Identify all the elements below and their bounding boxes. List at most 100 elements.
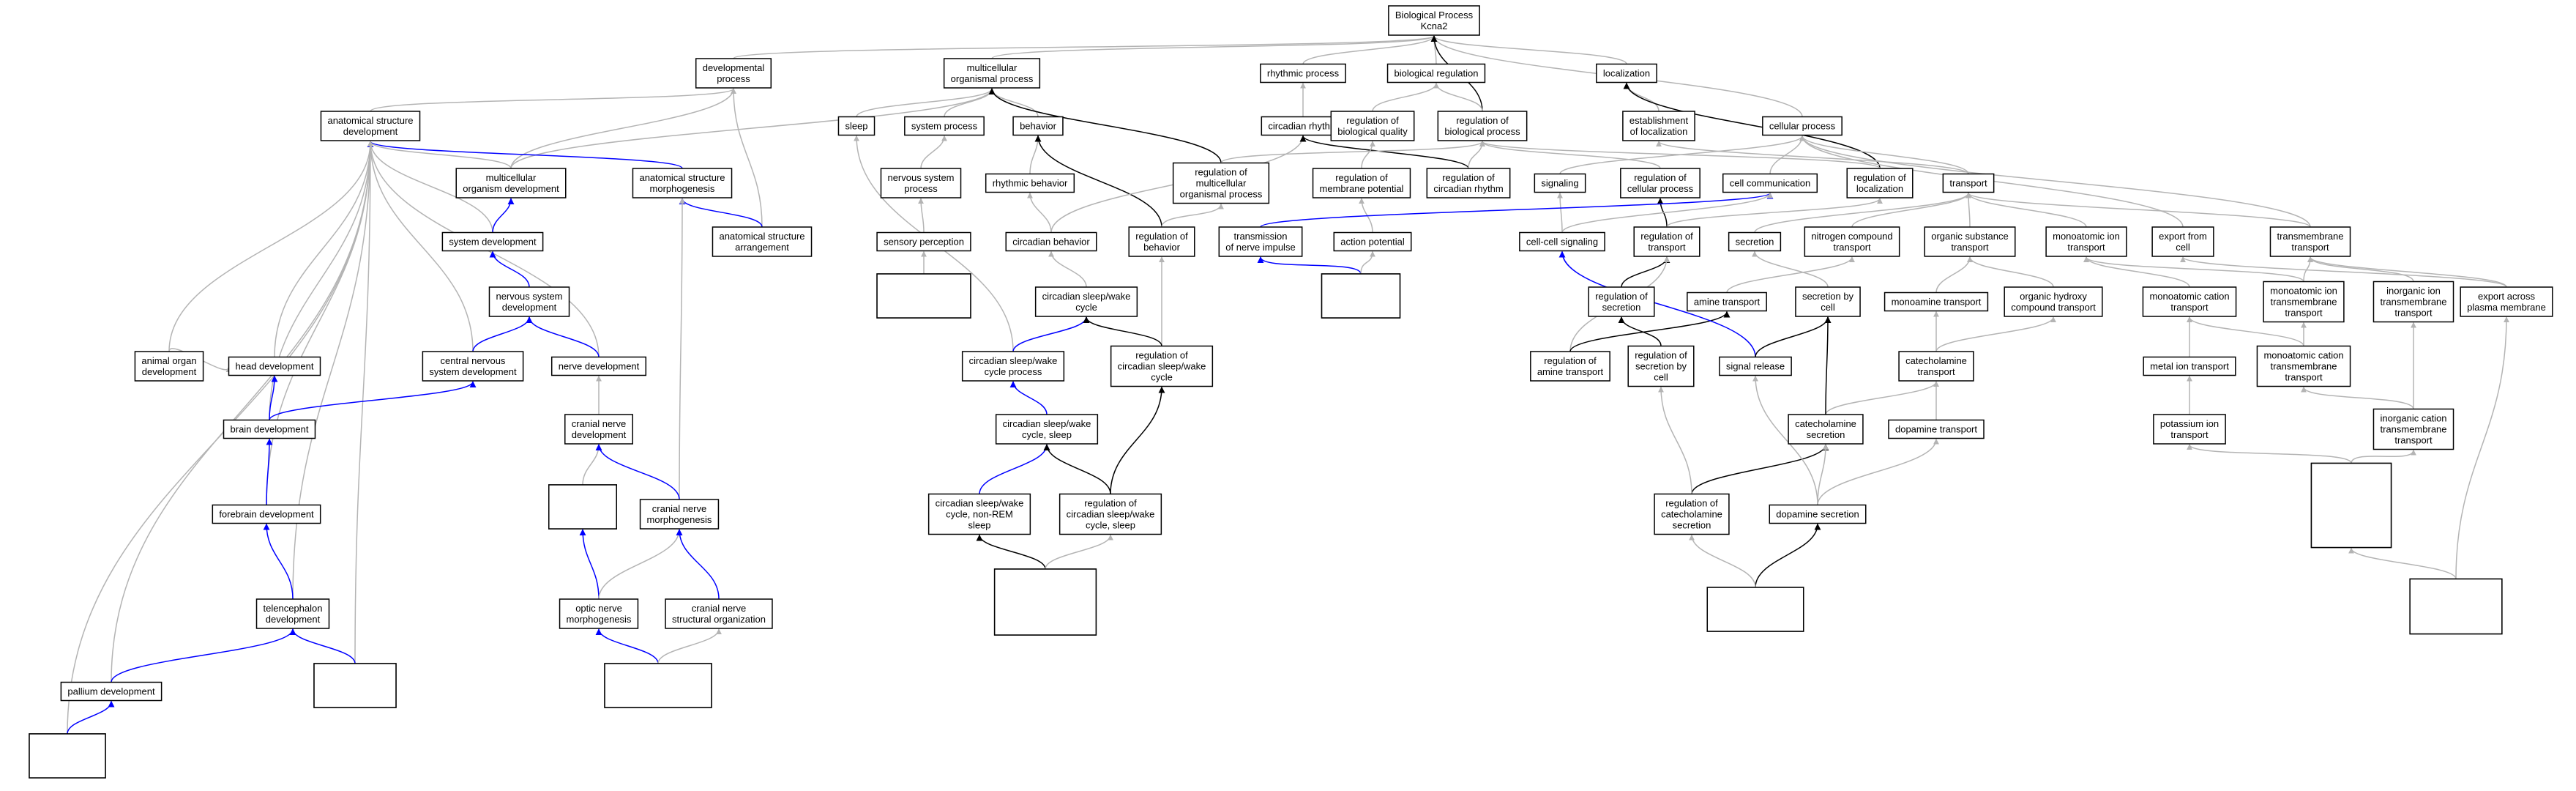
go-term-node[interactable]: regulation ofdopamine secretionMouseKcna…: [1706, 587, 1804, 632]
go-term-node[interactable]: secretion: [1728, 231, 1782, 252]
go-term-node[interactable]: transport: [1942, 173, 1995, 193]
go-term-node[interactable]: sensory perception: [876, 231, 971, 252]
go-term-node[interactable]: sleep: [837, 116, 876, 136]
go-term-node[interactable]: cellular process: [1762, 116, 1843, 136]
go-term-node[interactable]: corpus callosumdevelopmentRatKcna2: [313, 663, 397, 708]
is-a-edge: [2180, 256, 2507, 288]
go-term-node[interactable]: system development: [441, 231, 544, 252]
go-term-node[interactable]: brain development: [223, 419, 316, 439]
go-term-node[interactable]: signaling: [1534, 173, 1586, 193]
go-term-node[interactable]: dopamine secretion: [1769, 504, 1867, 524]
go-term-node[interactable]: cell-cell signaling: [1519, 231, 1605, 252]
go-term-node[interactable]: amine transport: [1687, 291, 1767, 312]
is-a-edge: [1161, 203, 1224, 228]
go-term-node[interactable]: optic nervedevelopmentRatKcna2: [548, 484, 617, 530]
go-term-node[interactable]: monoamine transport: [1884, 291, 1989, 312]
go-term-node[interactable]: rhythmic process: [1260, 63, 1346, 83]
go-term-node[interactable]: localization: [1596, 63, 1657, 83]
go-term-node[interactable]: system process: [904, 116, 985, 136]
node-label-line: transport: [1833, 242, 1871, 253]
go-term-node[interactable]: action potential: [1333, 231, 1412, 252]
go-term-node[interactable]: nerve development: [550, 356, 647, 376]
go-term-node[interactable]: potassium iontransmembranetransportHuman…: [2310, 462, 2392, 549]
go-term-node[interactable]: head development: [228, 356, 321, 376]
node-label-line: organismal process: [1180, 189, 1263, 200]
go-term-node[interactable]: forebrain development: [212, 504, 321, 524]
node-label-line: catecholamine: [1661, 509, 1722, 520]
go-term-node[interactable]: signal release: [1719, 356, 1792, 376]
node-label-line: transport: [2170, 429, 2209, 440]
go-term-node[interactable]: metal ion transport: [2143, 356, 2236, 376]
node-box: [1426, 168, 1511, 198]
go-term-node[interactable]: cell communication: [1722, 173, 1818, 193]
go-term-node[interactable]: cerebral cortexdevelopmentRatKcna2: [29, 733, 106, 779]
go-term-node[interactable]: dopamine transport: [1888, 419, 1985, 439]
go-term-node[interactable]: rhythmic behavior: [985, 173, 1075, 193]
go-term-node[interactable]: circadian behavior: [1005, 231, 1097, 252]
go-term-node[interactable]: behavior: [1012, 116, 1064, 136]
go-term-node[interactable]: pallium development: [60, 681, 163, 702]
go-term-node[interactable]: biological regulation: [1386, 63, 1486, 83]
go-term-node[interactable]: sensory perceptionof painRatKcna2: [876, 273, 971, 319]
node-label-line: regulation of: [1084, 498, 1137, 509]
go-term-node[interactable]: neuronal actionpotentialRatKcna2: [1321, 273, 1401, 319]
node-box: [455, 168, 567, 198]
